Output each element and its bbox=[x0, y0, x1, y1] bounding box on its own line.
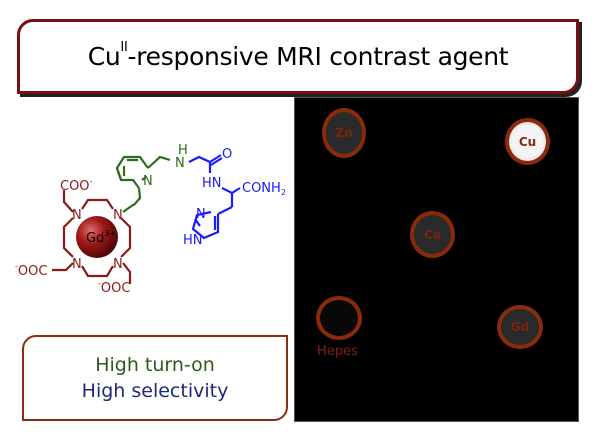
title-superscript: II bbox=[120, 40, 128, 55]
amine-h-label: H bbox=[178, 143, 188, 158]
amine-n-label: N bbox=[175, 156, 185, 171]
feature-selectivity: High selectivity bbox=[81, 380, 229, 402]
gd-label: Gd3+ bbox=[86, 229, 116, 246]
carboxylate-top: COO- bbox=[60, 177, 93, 194]
sample-cu: Cu bbox=[505, 118, 550, 165]
gd-sphere bbox=[76, 216, 118, 258]
panel-top-strip bbox=[294, 93, 577, 97]
imidazole-hn-label: HN bbox=[183, 233, 203, 248]
feature-turn-on: High turn-on bbox=[95, 354, 215, 376]
cyclen-macrocycle bbox=[52, 190, 132, 284]
sample-zn: Zn bbox=[322, 108, 366, 158]
peptide-chain bbox=[188, 154, 241, 240]
ring-n-label: N bbox=[72, 208, 82, 223]
features-box: High turn-on High selectivity bbox=[22, 335, 288, 421]
title-box: CuII-responsive MRI contrast agent bbox=[17, 19, 579, 94]
amide-group-label: CONH2 bbox=[242, 181, 286, 197]
amide-hn-label: HN bbox=[202, 176, 222, 191]
title-prefix: Cu bbox=[87, 42, 121, 71]
ring-n-label: N bbox=[113, 208, 123, 223]
imidazole-n-label: N bbox=[196, 207, 206, 222]
carboxylate-bottom: -OOC bbox=[98, 279, 130, 296]
carboxylate-left: -OOC bbox=[15, 262, 47, 279]
pyridine-linker bbox=[115, 155, 171, 213]
sample-hepes bbox=[316, 296, 362, 340]
hepes-caption: Hepes bbox=[317, 344, 358, 359]
ring-n-label: N bbox=[72, 257, 82, 272]
carbonyl-o-label: O bbox=[222, 147, 232, 162]
sample-ca: Ca bbox=[410, 211, 455, 258]
molecule-structure: Gd3+ N N N N COO- -OOC -OOC N H N O HN C… bbox=[15, 143, 286, 296]
slide-title: CuII-responsive MRI contrast agent bbox=[87, 40, 509, 71]
title-suffix: -responsive MRI contrast agent bbox=[127, 42, 509, 71]
sample-gd: Gd bbox=[497, 305, 543, 349]
ring-n-label: N bbox=[113, 257, 123, 272]
pyridine-n-label: N bbox=[143, 174, 153, 189]
